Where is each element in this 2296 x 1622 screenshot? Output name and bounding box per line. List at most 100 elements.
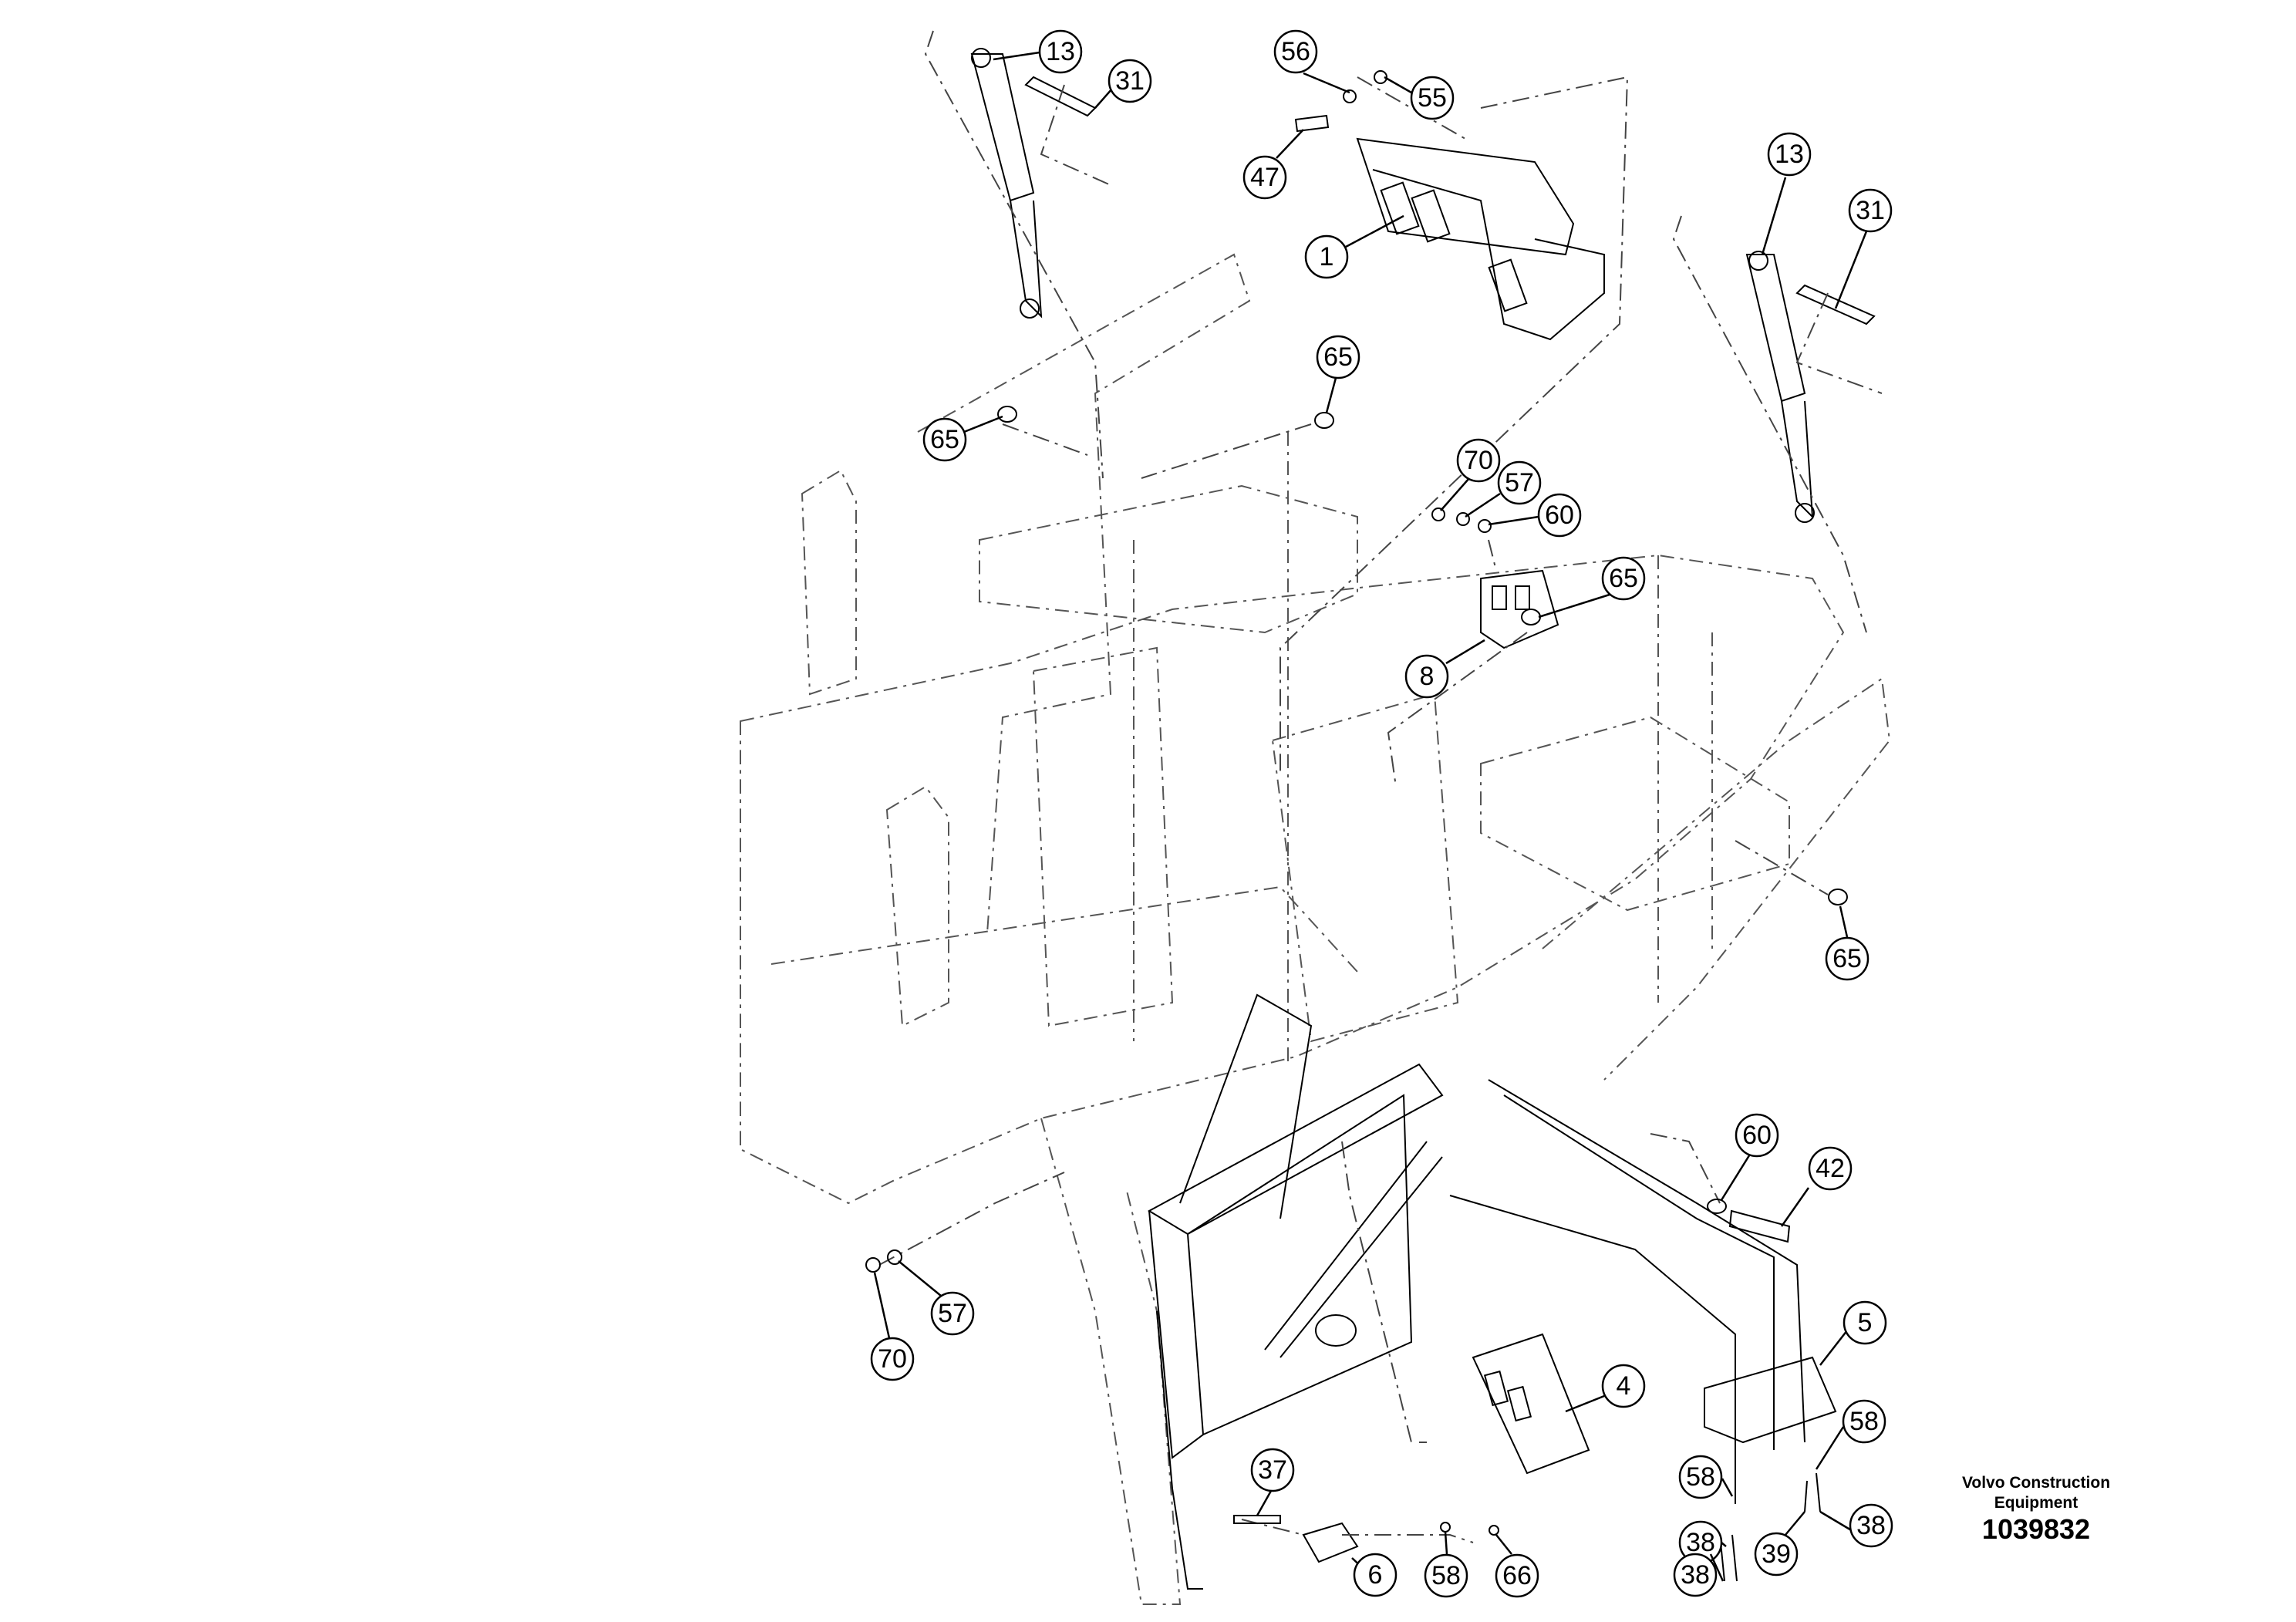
callout-bubble-58a [1842, 1399, 1886, 1444]
callout-bubble-60b [1735, 1113, 1779, 1158]
ring-65-left [997, 406, 1017, 423]
clip-58-bottom [1440, 1522, 1451, 1533]
callout-bubble-66 [1495, 1553, 1539, 1598]
callout-bubble-70b [870, 1337, 915, 1381]
lift-cylinder-right-eye-bottom [1795, 503, 1815, 523]
callout-label-60b: 60 [1742, 1121, 1772, 1150]
valve-8-leader [1387, 539, 1528, 787]
callout-bubble-65a [922, 417, 967, 462]
leader-65-right [1735, 840, 1829, 895]
callout-bubble-31a [1108, 59, 1152, 103]
left-lower-bracket [885, 785, 949, 1027]
valve-8-body [1480, 569, 1559, 649]
callout-label-70b: 70 [878, 1344, 907, 1374]
callout-leader-55 [1384, 76, 1412, 94]
callout-leader-39 [1785, 1511, 1805, 1536]
callout-group [870, 29, 1893, 1598]
callout-bubble-57b [930, 1291, 975, 1336]
frame-right-rail [1133, 432, 1713, 1064]
right-cylinder-pin [1795, 284, 1876, 325]
valve-8-port-2 [1515, 585, 1530, 610]
main-valve-spool-2 [1411, 189, 1451, 243]
callout-leader-47 [1276, 129, 1304, 159]
callout-label-42: 42 [1816, 1154, 1845, 1183]
bracket-5 [1704, 1356, 1837, 1444]
callout-label-13a: 13 [1046, 37, 1075, 66]
center-plate [1271, 693, 1459, 1043]
callout-leader-31a [1094, 88, 1113, 109]
callout-leader-38c [1709, 1553, 1725, 1582]
callout-bubble-39 [1754, 1532, 1799, 1576]
leader-60-42 [1650, 1133, 1721, 1204]
callout-label-31a: 31 [1115, 66, 1145, 96]
document-number: 1039832 [1981, 1513, 2091, 1545]
main-valve-plate [1356, 137, 1575, 256]
callout-bubble-38b [1849, 1503, 1893, 1548]
lower-mount-side [1148, 1210, 1205, 1459]
callout-label-57a: 57 [1505, 468, 1534, 497]
callout-bubble-42 [1808, 1146, 1853, 1191]
callout-label-57b: 57 [938, 1299, 967, 1328]
callout-leader-66 [1495, 1534, 1512, 1555]
brand-label: Volvo Construction Equipment [1905, 1473, 2167, 1513]
callout-leader-58c [1444, 1531, 1448, 1555]
callout-bubble-31b [1848, 188, 1893, 233]
callout-leader-37 [1256, 1490, 1273, 1516]
lift-cylinder-right-rod [1781, 400, 1814, 519]
callout-leader-70a [1440, 477, 1470, 511]
washer-57-top [1456, 512, 1470, 526]
callout-label-39: 39 [1762, 1539, 1791, 1569]
left-bracket [801, 469, 857, 696]
callout-label-56: 56 [1281, 37, 1310, 66]
front-right-crossmember [1480, 716, 1790, 912]
nut-70-top [1431, 508, 1445, 521]
callout-label-4: 4 [1617, 1371, 1631, 1401]
callout-bubble-8 [1404, 654, 1449, 699]
callout-leader-8 [1445, 639, 1485, 665]
main-valve-leader-lines [1279, 76, 1629, 771]
lower-mount-plate [1147, 1063, 1444, 1236]
frame-outline [740, 554, 1845, 1205]
bolt-47 [1294, 114, 1330, 133]
callout-label-65c: 65 [1609, 564, 1638, 593]
lift-cylinder-left-body [970, 53, 1035, 202]
brake-line-3 [1449, 1195, 1736, 1504]
callout-label-47: 47 [1250, 163, 1279, 192]
valve-8-port-1 [1492, 585, 1507, 610]
bolt-37 [1233, 1515, 1281, 1524]
callout-bubble-57a [1497, 460, 1542, 505]
callout-bubble-4 [1601, 1364, 1646, 1408]
component-6-body [1302, 1522, 1359, 1563]
brand-line-1: Volvo Construction [1961, 1474, 2111, 1492]
callout-leader-65d [1839, 905, 1849, 938]
callout-label-65b: 65 [1323, 342, 1353, 372]
callout-label-5: 5 [1858, 1308, 1873, 1337]
washer-60-top [1478, 519, 1492, 533]
callout-label-58b: 58 [1686, 1462, 1715, 1492]
callout-leader-42 [1780, 1187, 1810, 1227]
main-valve-body [1372, 169, 1605, 341]
callout-bubble-6 [1353, 1553, 1397, 1597]
callout-leader-31b [1834, 231, 1868, 309]
callout-bubble-65d [1825, 936, 1870, 981]
callout-label-65d: 65 [1832, 944, 1862, 973]
callout-leader-57b [898, 1260, 942, 1297]
callout-bubble-37 [1250, 1448, 1295, 1492]
lift-cylinder-left-eye-top [971, 48, 991, 68]
ring-65-right [1828, 889, 1848, 905]
callout-label-66: 66 [1502, 1561, 1532, 1590]
main-valve-spool-1 [1380, 181, 1420, 235]
leader-57-70 [878, 1172, 1065, 1266]
brake-line-2 [1503, 1094, 1775, 1450]
callout-label-70a: 70 [1464, 446, 1493, 475]
valve-4-port-1 [1483, 1370, 1509, 1407]
ring-65-mid [1521, 609, 1541, 626]
leader-65-center [1141, 423, 1312, 479]
callout-leader-65b [1325, 377, 1337, 413]
frame-drawing [740, 30, 1891, 1605]
washer-57-left [887, 1249, 902, 1265]
callout-label-6: 6 [1368, 1560, 1383, 1590]
callout-bubble-56 [1273, 29, 1318, 74]
callout-bubble-60a [1537, 493, 1582, 538]
callout-label-58a: 58 [1849, 1407, 1879, 1436]
